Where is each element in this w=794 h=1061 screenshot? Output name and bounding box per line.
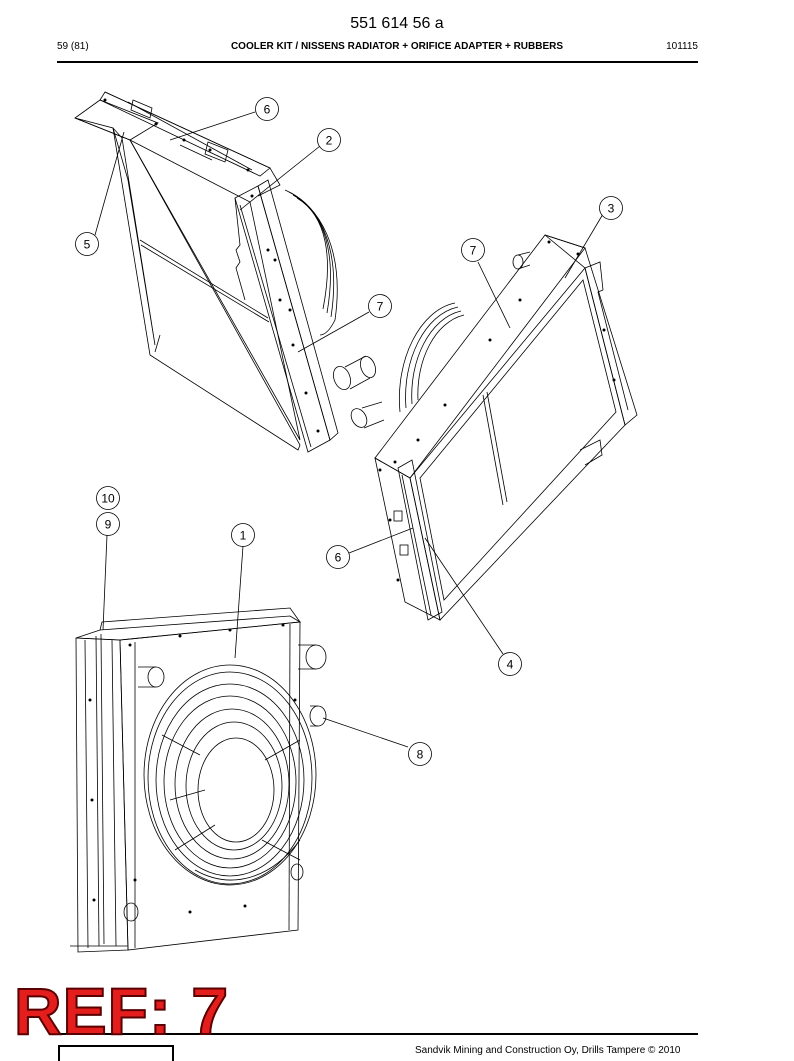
callout-7-right: 7: [461, 238, 485, 262]
svg-text:3: 3: [608, 202, 615, 216]
callout-3: 3: [599, 196, 623, 220]
leader-lines: [94, 111, 604, 748]
svg-text:2: 2: [326, 134, 333, 148]
page-title: COOLER KIT / NISSENS RADIATOR + ORIFICE …: [230, 41, 564, 52]
callout-4: 4: [498, 652, 522, 676]
callout-2: 2: [317, 128, 341, 152]
footer-rule: [57, 1033, 698, 1035]
svg-text:4: 4: [507, 658, 514, 672]
page-indicator: 59 (81): [57, 41, 89, 52]
callout-8: 8: [408, 742, 432, 766]
callout-7-left: 7: [368, 294, 392, 318]
callout-10: 10: [96, 486, 120, 510]
right-assembly: [350, 234, 638, 621]
callout-1: 1: [231, 523, 255, 547]
svg-text:7: 7: [377, 300, 384, 314]
callout-5: 5: [75, 232, 99, 256]
footer-copyright: Sandvik Mining and Construction Oy, Dril…: [415, 1045, 681, 1056]
callout-6-top: 6: [255, 97, 279, 121]
header-rule: [57, 61, 698, 63]
reference-stamp: REF: 7: [13, 974, 230, 1048]
svg-text:9: 9: [105, 518, 112, 532]
upper-left-assembly: [74, 91, 376, 453]
svg-text:8: 8: [417, 748, 424, 762]
svg-text:10: 10: [101, 492, 115, 506]
company-logo: [58, 1045, 174, 1061]
svg-text:7: 7: [470, 244, 477, 258]
document-number: 551 614 56 a: [350, 15, 444, 32]
lower-assembly: [70, 607, 327, 953]
callout-6-bottom: 6: [326, 545, 350, 569]
document-code: 101115: [666, 41, 698, 52]
svg-text:1: 1: [240, 529, 247, 543]
svg-text:5: 5: [84, 238, 91, 252]
svg-text:6: 6: [335, 551, 342, 565]
svg-text:6: 6: [264, 103, 271, 117]
callout-9: 9: [96, 512, 120, 536]
